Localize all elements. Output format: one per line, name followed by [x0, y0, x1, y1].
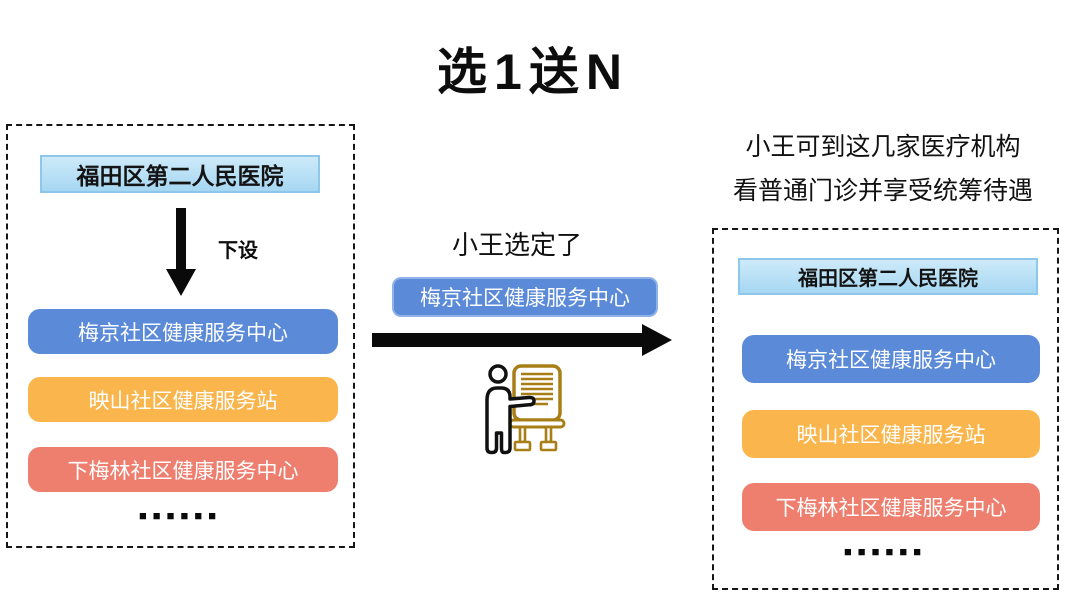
branch-meijing-center: 梅京社区健康服务中心 — [742, 335, 1040, 383]
hospital-box: 福田区第二人民医院 — [738, 258, 1038, 295]
branch-meijing-center: 梅京社区健康服务中心 — [28, 309, 338, 354]
more-indicator: ■■■■■■ — [138, 508, 223, 523]
branch-xiameilin-center: 下梅林社区健康服务中心 — [742, 483, 1040, 531]
more-indicator: ■■■■■■ — [843, 544, 928, 559]
selection-caption: 小王选定了 — [451, 230, 582, 260]
branch-yingshan-station: 映山社区健康服务站 — [742, 410, 1040, 458]
selected-branch-box: 梅京社区健康服务中心 — [392, 277, 658, 317]
page-title: 选1送N — [437, 44, 629, 100]
person-at-easel-icon — [485, 364, 566, 455]
right-panel: 福田区第二人民医院 梅京社区健康服务中心 映山社区健康服务站 下梅林社区健康服务… — [712, 228, 1059, 590]
down-arrow-label: 下设 — [218, 240, 258, 262]
left-panel: 福田区第二人民医院 下设 梅京社区健康服务中心 映山社区健康服务站 下梅林社区健… — [6, 124, 355, 548]
down-arrow-icon — [166, 208, 196, 296]
result-caption-line1: 小王可到这几家医疗机构 — [745, 133, 1021, 161]
branch-yingshan-station: 映山社区健康服务站 — [28, 377, 338, 422]
branch-xiameilin-center: 下梅林社区健康服务中心 — [28, 447, 338, 492]
result-caption-line2: 看普通门诊并享受统筹待遇 — [732, 177, 1033, 205]
right-arrow-icon — [372, 324, 672, 356]
hospital-box: 福田区第二人民医院 — [40, 155, 320, 193]
